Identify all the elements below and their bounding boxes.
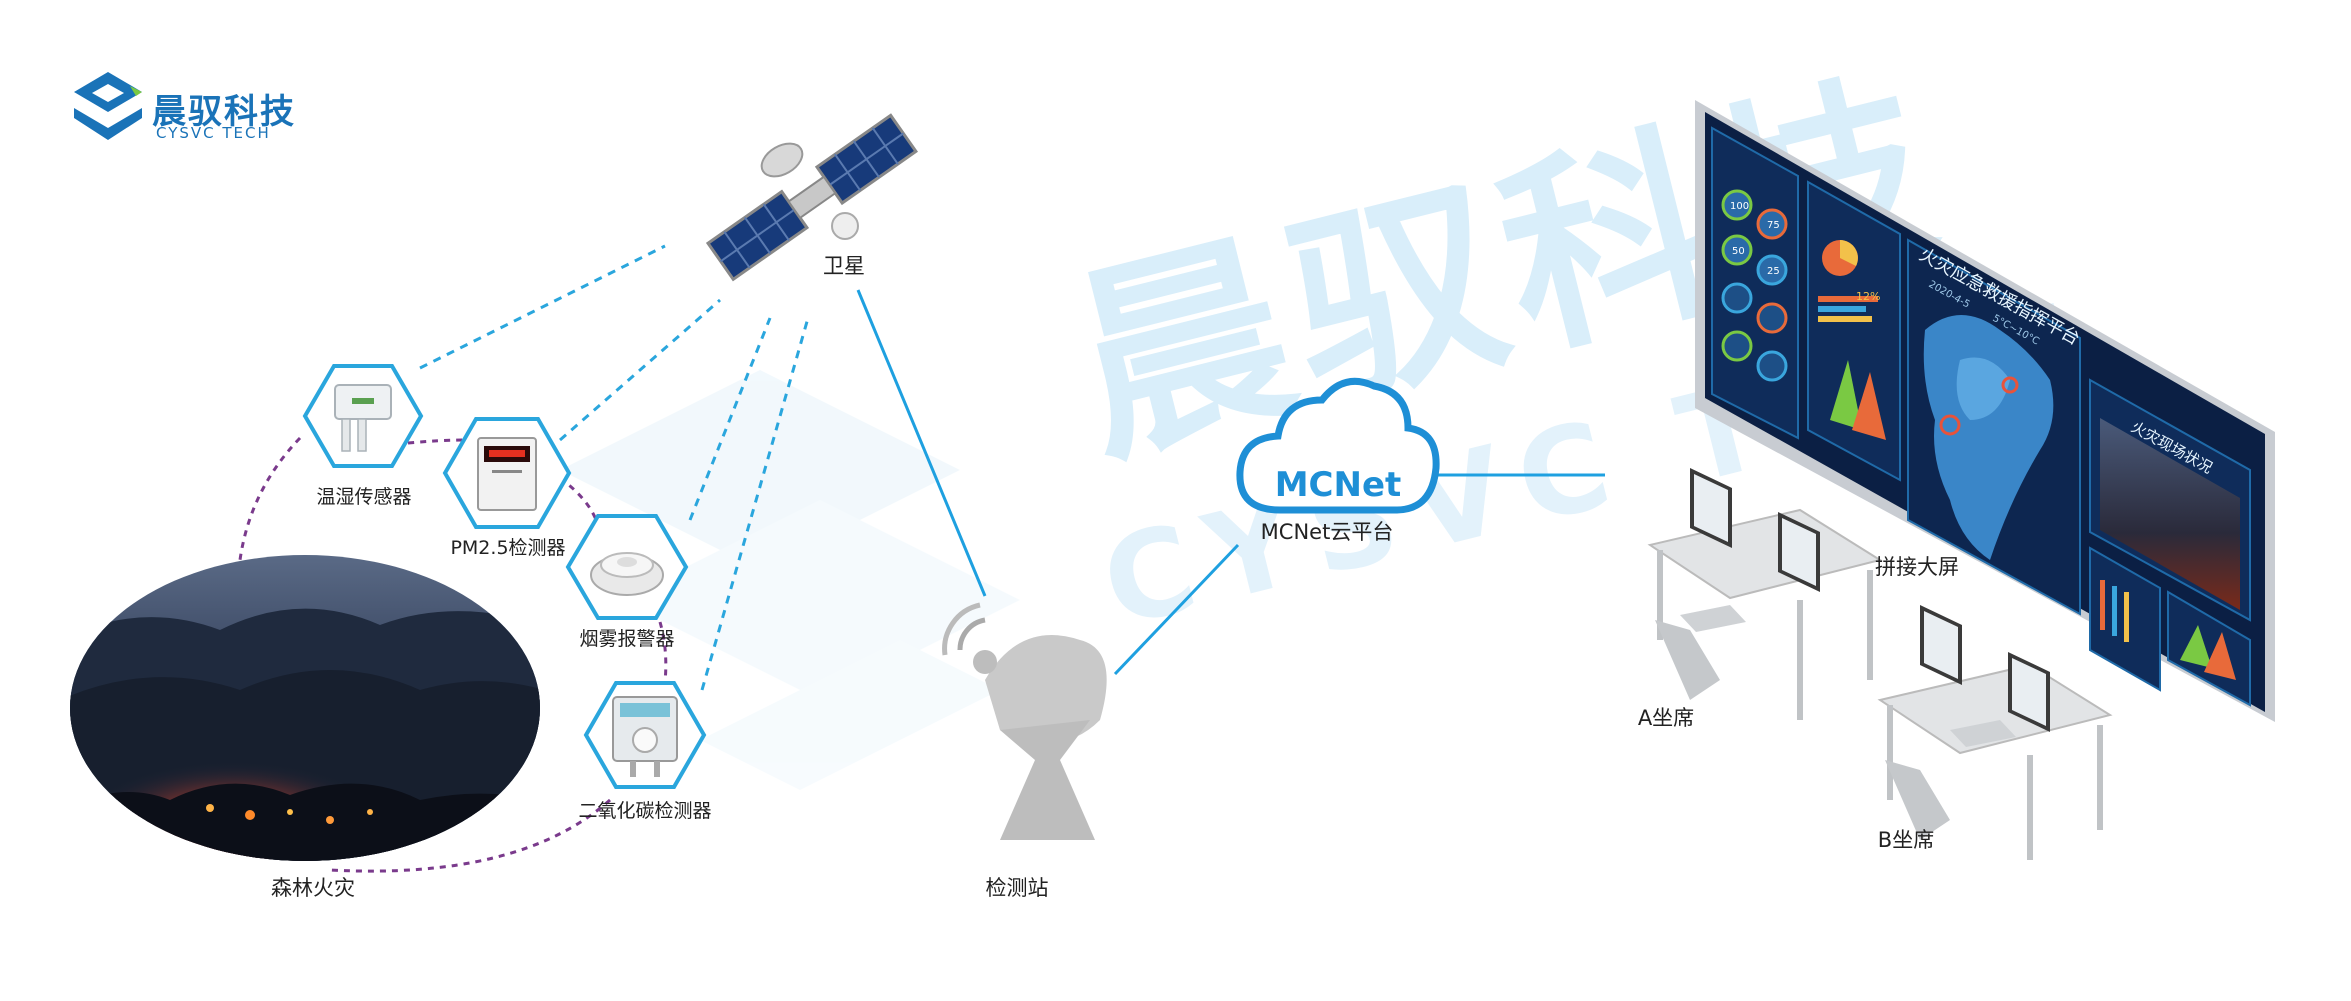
wall-live-panel xyxy=(2089,378,2251,707)
link-station-cloud xyxy=(1113,543,1240,676)
brand-name-en: CYSVC TECH xyxy=(156,124,271,142)
label-seat-b: B坐席 xyxy=(1877,828,1935,852)
desk-b-monitors-icon xyxy=(1920,605,2050,732)
label-video-wall: 拼接大屏 xyxy=(1875,555,1959,579)
label-monitoring-station: 检测站 xyxy=(985,876,1049,900)
co2-detector-node xyxy=(583,681,707,789)
forest-fire-image xyxy=(70,555,540,861)
label-co2-detector: 二氧化碳检测器 xyxy=(578,800,712,822)
cloud-logo-text: MCNet xyxy=(1275,465,1402,505)
desk-a-monitors-icon xyxy=(1690,468,1820,592)
label-forest-fire: 森林火灾 xyxy=(271,876,355,900)
link-satellite-station xyxy=(856,289,987,597)
wall-chart-panel xyxy=(1807,180,1901,482)
brand-logo-icon xyxy=(74,72,142,140)
label-pm25-detector: PM2.5检测器 xyxy=(450,537,566,559)
screen-percent: 12% xyxy=(1856,290,1880,303)
gauge-label-50: 50 xyxy=(1732,246,1745,257)
desk-b xyxy=(1877,605,2113,860)
wireless-links xyxy=(419,244,810,691)
chair-a-icon xyxy=(1655,620,1720,700)
link-smoke-satellite xyxy=(688,317,772,521)
video-wall xyxy=(1695,100,2275,722)
label-cloud-platform: MCNet云平台 xyxy=(1260,520,1394,544)
smoke-alarm-node xyxy=(565,514,689,620)
desk-a xyxy=(1647,468,1883,720)
label-smoke-alarm: 烟雾报警器 xyxy=(579,628,675,650)
link-temp-satellite xyxy=(419,244,666,370)
gauge-label-100: 100 xyxy=(1730,201,1749,212)
link-co2-satellite xyxy=(700,317,810,691)
loop-smoke-co2 xyxy=(658,621,668,683)
wall-gauges-panel xyxy=(1711,126,1799,440)
gauge-label-75: 75 xyxy=(1767,220,1780,231)
pm25-detector-node xyxy=(442,417,572,529)
label-satellite: 卫星 xyxy=(823,254,865,278)
gauge-label-25: 25 xyxy=(1767,266,1780,277)
label-temp-humidity-sensor: 温湿传感器 xyxy=(316,486,412,508)
brand-name-cn: 晨驭科技 xyxy=(152,92,296,132)
temp-humidity-sensor-node xyxy=(302,364,424,468)
satellite-icon xyxy=(705,113,919,282)
wall-map-panel xyxy=(1907,238,2081,616)
link-pm25-satellite xyxy=(559,298,721,442)
label-seat-a: A坐席 xyxy=(1637,706,1695,730)
chair-b-icon xyxy=(1885,760,1950,840)
loop-temp-pm25 xyxy=(407,438,469,445)
loop-left xyxy=(238,436,302,561)
wired-links xyxy=(856,289,1605,676)
mcnet-cloud-icon: MCNet xyxy=(1236,377,1440,514)
monitoring-station-dish-icon xyxy=(942,602,1107,840)
